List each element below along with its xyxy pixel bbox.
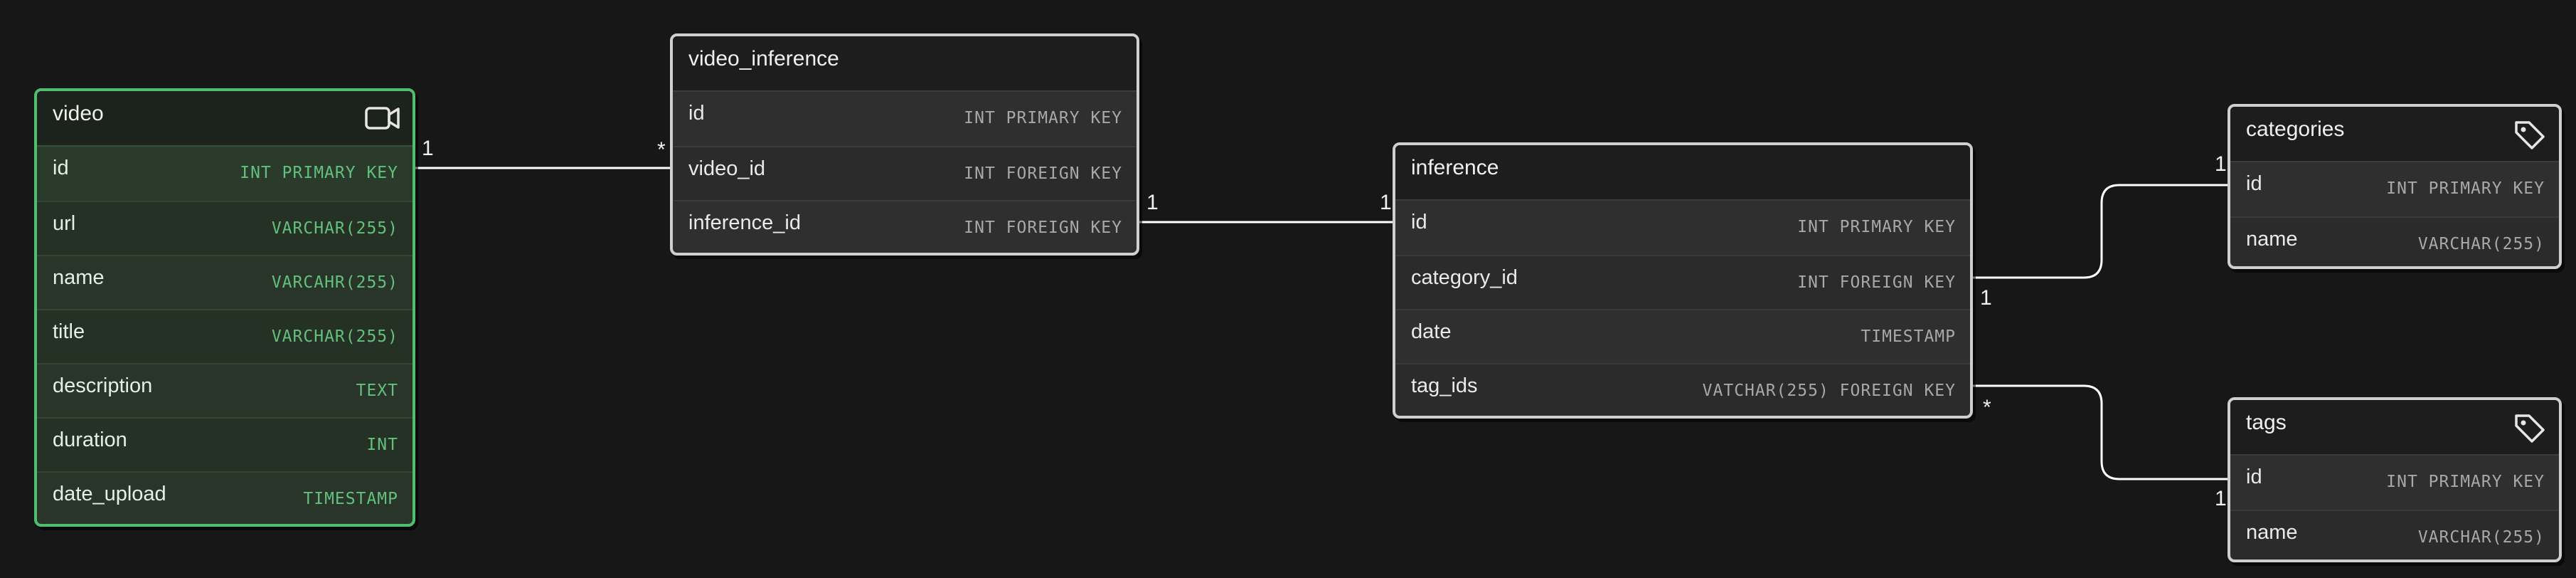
table-categories[interactable]: categories id INT PRIMARY KEY name VARCHAR… [2228,104,2562,269]
column-row[interactable]: id INT PRIMARY KEY [1395,201,1970,255]
column-name: id [2246,172,2262,195]
column-name: id [53,157,69,179]
column-name: url [53,212,76,235]
column-type: VARCAHR(255) [271,273,398,292]
table-video-inference[interactable]: video_inference id INT PRIMARY KEY video_… [670,33,1139,256]
table-title: categories [2246,117,2345,141]
column-row[interactable]: name VARCHAR(255) [2230,510,2559,559]
column-row[interactable]: tag_ids VATCHAR(255) FOREIGN KEY [1395,363,1970,416]
column-name: tag_ids [1411,374,1478,397]
relation-inference-to-categories [1969,184,2232,279]
column-type: INT PRIMARY KEY [1797,218,1956,236]
table-header[interactable]: inference [1395,145,1970,201]
column-type: INT FOREIGN KEY [964,164,1122,183]
video-camera-icon [365,107,400,130]
cardinality-label: 1 [2215,152,2227,176]
column-type: TEXT [356,382,398,400]
column-name: name [2246,521,2298,544]
column-name: category_id [1411,266,1518,289]
relation-inference-to-tags [1969,384,2232,480]
table-tags[interactable]: tags id INT PRIMARY KEY name VARCHAR(255) [2228,397,2562,562]
column-name: name [2246,228,2298,251]
column-row[interactable]: id INT PRIMARY KEY [673,92,1137,146]
column-name: date_upload [53,483,166,505]
column-row[interactable]: video_id INT FOREIGN KEY [673,146,1137,200]
column-row[interactable]: name VARCAHR(255) [37,255,413,309]
table-header[interactable]: video_inference [673,36,1137,92]
column-type: TIMESTAMP [1861,327,1956,346]
tag-icon [2515,121,2545,149]
table-inference[interactable]: inference id INT PRIMARY KEY category_id I… [1393,142,1973,419]
column-type: TIMESTAMP [303,490,398,508]
column-name: name [53,266,105,289]
cardinality-label: 1 [2215,487,2227,510]
column-row[interactable]: duration INT [37,417,413,471]
column-row[interactable]: url VARCHAR(255) [37,201,413,255]
column-name: duration [53,429,127,451]
column-list: id INT PRIMARY KEY category_id INT FOREIGN… [1395,201,1970,416]
column-row[interactable]: category_id INT FOREIGN KEY [1395,255,1970,309]
table-title: video [53,102,104,125]
column-name: date [1411,320,1452,343]
table-header[interactable]: tags [2230,400,2559,456]
column-row[interactable]: id INT PRIMARY KEY [2230,162,2559,216]
column-type: VARCHAR(255) [271,327,398,346]
column-type: VARCHAR(255) [2417,528,2545,547]
column-type: INT [366,436,398,454]
column-row[interactable]: date TIMESTAMP [1395,309,1970,363]
column-type: INT PRIMARY KEY [964,109,1122,127]
column-list: id INT PRIMARY KEY name VARCHAR(255) [2230,456,2559,559]
column-row[interactable]: name VARCHAR(255) [2230,216,2559,266]
cardinality-label: 1 [422,137,434,160]
column-type: INT FOREIGN KEY [1797,273,1956,292]
column-row[interactable]: date_upload TIMESTAMP [37,471,413,524]
column-name: id [1411,211,1427,233]
cardinality-label: 1 [1146,191,1159,214]
tag-icon [2515,414,2545,443]
column-type: INT PRIMARY KEY [240,164,398,182]
table-title: tags [2246,411,2287,434]
column-row[interactable]: id INT PRIMARY KEY [2230,456,2559,510]
table-title: video_inference [688,47,839,70]
column-row[interactable]: inference_id INT FOREIGN KEY [673,200,1137,253]
table-title: inference [1411,156,1499,179]
cardinality-label: 1 [1380,191,1392,214]
column-row[interactable]: description TEXT [37,363,413,417]
column-name: id [2246,466,2262,488]
column-name: title [53,320,85,343]
cardinality-label: * [657,138,666,162]
column-type: INT PRIMARY KEY [2386,473,2545,491]
column-row[interactable]: title VARCHAR(255) [37,309,413,363]
column-type: INT FOREIGN KEY [964,219,1122,237]
column-name: id [688,102,705,125]
column-row[interactable]: id INT PRIMARY KEY [37,147,413,201]
column-list: id INT PRIMARY KEY name VARCHAR(255) [2230,162,2559,266]
column-type: VARCHAR(255) [2417,235,2545,253]
column-type: VARCHAR(255) [271,219,398,238]
table-header[interactable]: video [37,91,413,147]
column-type: INT PRIMARY KEY [2386,179,2545,198]
column-name: inference_id [688,211,801,234]
column-name: video_id [688,157,766,180]
column-name: description [53,374,153,397]
column-type: VATCHAR(255) FOREIGN KEY [1702,382,1956,400]
cardinality-label: 1 [1980,286,1992,310]
table-header[interactable]: categories [2230,107,2559,162]
cardinality-label: * [1983,396,1991,419]
